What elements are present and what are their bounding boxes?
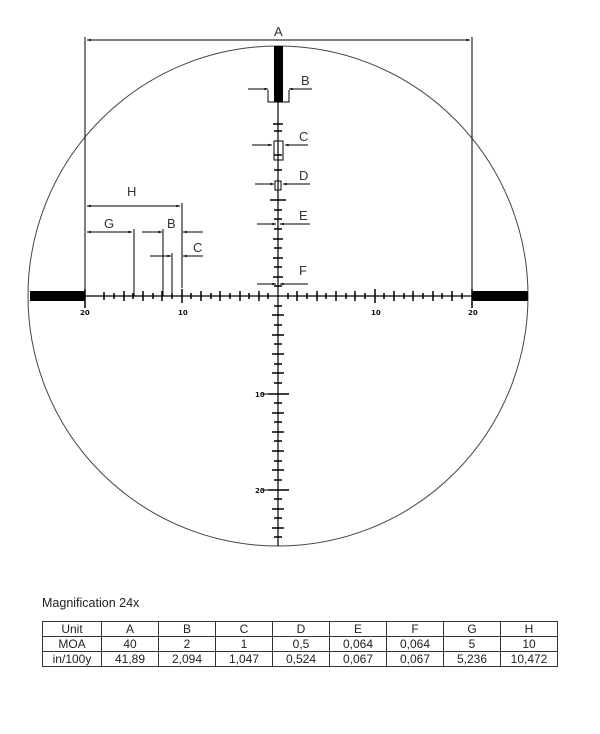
table-cell: 1 bbox=[215, 636, 273, 652]
h-number-right-20: 20 bbox=[468, 309, 478, 317]
magnification-caption: Magnification 24x bbox=[42, 596, 140, 610]
reticle-box-c bbox=[273, 140, 284, 161]
horizontal-ticks bbox=[84, 289, 473, 308]
table-cell: G bbox=[443, 621, 501, 637]
table-cell: 0,064 bbox=[386, 636, 444, 652]
label-b-left: B bbox=[167, 216, 176, 231]
table-cell: 41,89 bbox=[101, 651, 159, 667]
v-number-10: 10 bbox=[255, 391, 265, 399]
reticle-box-d bbox=[274, 180, 282, 191]
label-b-top: B bbox=[301, 73, 310, 88]
label-a: A bbox=[274, 24, 283, 39]
label-c-top: C bbox=[299, 129, 308, 144]
table-cell: 0,064 bbox=[329, 636, 387, 652]
label-g: G bbox=[104, 216, 114, 231]
v-number-20: 20 bbox=[255, 487, 265, 495]
table-cell: E bbox=[329, 621, 387, 637]
label-d: D bbox=[299, 168, 308, 183]
table-cell: H bbox=[500, 621, 558, 637]
vertical-ticks-lower bbox=[268, 305, 289, 538]
left-thick-post bbox=[30, 291, 85, 301]
table-cell: 2,094 bbox=[158, 651, 216, 667]
table-cell: 0,067 bbox=[329, 651, 387, 667]
table-cell: 5 bbox=[443, 636, 501, 652]
vertical-ticks-upper bbox=[270, 123, 286, 287]
label-e: E bbox=[299, 208, 308, 223]
table-cell: MOA bbox=[42, 636, 102, 652]
table-cell: 5,236 bbox=[443, 651, 501, 667]
table-cell: Unit bbox=[42, 621, 102, 637]
table-cell: A bbox=[101, 621, 159, 637]
table-cell: in/100y bbox=[42, 651, 102, 667]
label-c-left: C bbox=[193, 240, 202, 255]
table-cell: 10 bbox=[500, 636, 558, 652]
table-cell: F bbox=[386, 621, 444, 637]
table-cell: 2 bbox=[158, 636, 216, 652]
table-row-in-100y: in/100y 41,89 2,094 1,047 0,524 0,067 0,… bbox=[42, 651, 558, 667]
table-header-row: Unit A B C D E F G H bbox=[42, 621, 558, 637]
reticle-diagram: A B C D E F H G B C 20 10 10 20 10 20 bbox=[27, 24, 529, 547]
table-cell: 40 bbox=[101, 636, 159, 652]
top-thick-post bbox=[274, 46, 283, 102]
table-cell: D bbox=[272, 621, 330, 637]
table-cell: 0,067 bbox=[386, 651, 444, 667]
table-cell: 0,524 bbox=[272, 651, 330, 667]
h-number-right-10: 10 bbox=[371, 309, 381, 317]
table-cell: 10,472 bbox=[500, 651, 558, 667]
table-cell: 1,047 bbox=[215, 651, 273, 667]
label-h: H bbox=[127, 184, 136, 199]
h-number-left-10: 10 bbox=[178, 309, 188, 317]
h-number-left-20: 20 bbox=[80, 309, 90, 317]
table-cell: B bbox=[158, 621, 216, 637]
label-f: F bbox=[299, 263, 307, 278]
right-thick-post bbox=[472, 291, 528, 301]
reticle-spec-table: Unit A B C D E F G H MOA 40 2 1 0,5 0,06… bbox=[42, 621, 558, 667]
table-cell: 0,5 bbox=[272, 636, 330, 652]
table-cell: C bbox=[215, 621, 273, 637]
table-row-moa: MOA 40 2 1 0,5 0,064 0,064 5 10 bbox=[42, 636, 558, 652]
